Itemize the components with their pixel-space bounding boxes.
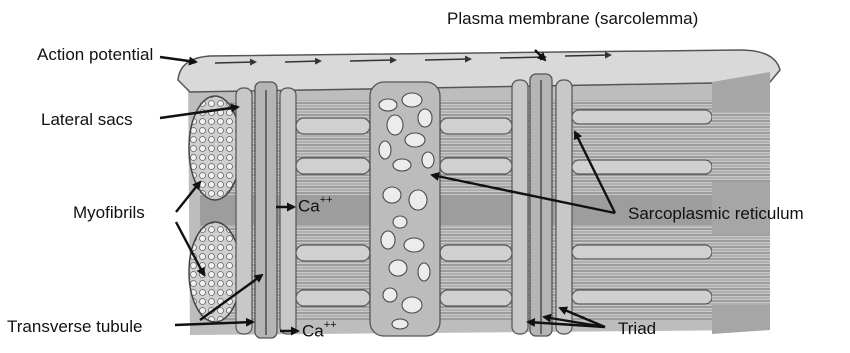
calcium-charge: ++ bbox=[320, 194, 333, 206]
label-myofibrils: Myofibrils bbox=[73, 204, 145, 221]
myofibril-cross-section-bottom bbox=[189, 222, 241, 322]
label-calcium-ion-lower: Ca++ bbox=[302, 322, 337, 340]
arrow-action-potential bbox=[160, 57, 196, 62]
label-transverse-tubule: Transverse tubule bbox=[7, 318, 142, 335]
label-action-potential: Action potential bbox=[37, 46, 153, 63]
calcium-charge: ++ bbox=[324, 319, 337, 331]
label-calcium-ion-upper: Ca++ bbox=[298, 197, 333, 215]
calcium-symbol: Ca bbox=[302, 322, 324, 341]
label-triad: Triad bbox=[618, 320, 656, 337]
calcium-symbol: Ca bbox=[298, 197, 320, 216]
myofibril-right-bottom bbox=[712, 235, 770, 305]
sarcoplasmic-reticulum-network bbox=[370, 82, 440, 336]
label-sarcoplasmic-reticulum: Sarcoplasmic reticulum bbox=[628, 205, 804, 222]
label-plasma-membrane: Plasma membrane (sarcolemma) bbox=[447, 10, 698, 27]
myofibril-right-top bbox=[712, 112, 770, 182]
label-lateral-sacs: Lateral sacs bbox=[41, 111, 133, 128]
